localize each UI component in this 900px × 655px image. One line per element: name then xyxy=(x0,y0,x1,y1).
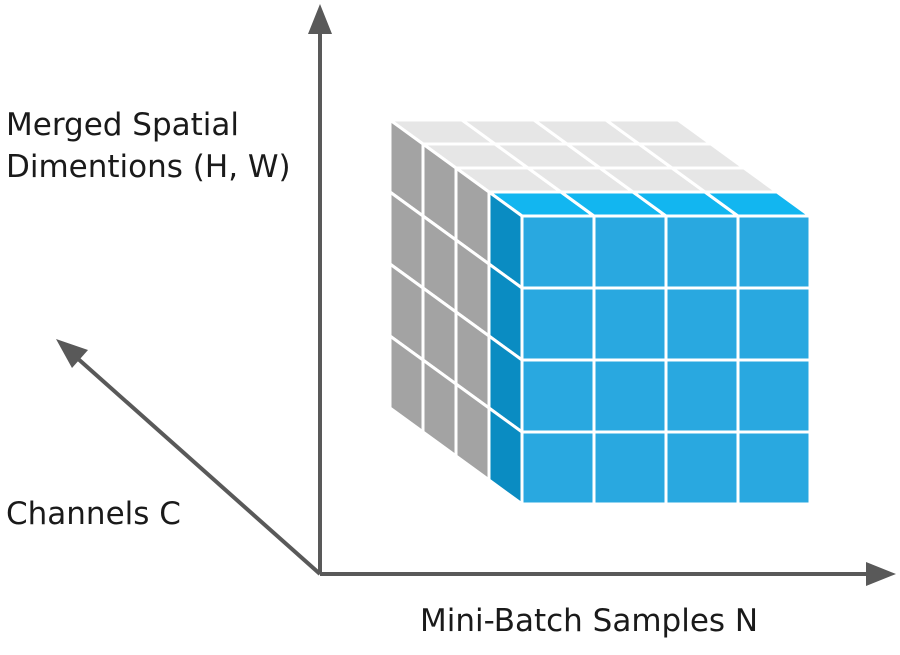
cube-front-cell xyxy=(592,358,668,434)
cube-front-cell xyxy=(520,358,596,434)
spatial-label-line-2: Dimentions (H, W) xyxy=(6,149,291,185)
spatial-dimensions-label: Merged Spatial Dimentions (H, W) xyxy=(6,104,291,188)
tensor-cube xyxy=(388,118,812,506)
cube-front-cell xyxy=(520,430,596,506)
cube-front-cell xyxy=(736,214,812,290)
cube-front-cell xyxy=(736,358,812,434)
cube-front-cell xyxy=(664,358,740,434)
mini-batch-label: Mini-Batch Samples N xyxy=(420,603,759,639)
cube-front-cell xyxy=(664,286,740,362)
axes xyxy=(56,4,896,586)
vertical-axis-arrowhead xyxy=(308,4,332,34)
cube-front-cell xyxy=(592,430,668,506)
cube-front-cell xyxy=(664,214,740,290)
cube-front-cell xyxy=(520,214,596,290)
horizontal-axis-arrowhead xyxy=(866,562,896,586)
spatial-label-line-1: Merged Spatial xyxy=(6,107,240,143)
cube-front-cell xyxy=(592,286,668,362)
cube-side-cell xyxy=(388,334,425,434)
cube-top-cell xyxy=(604,118,713,146)
diagonal-axis xyxy=(74,355,322,576)
diagonal-axis-arrowhead xyxy=(56,339,88,368)
channels-label: Channels C xyxy=(6,496,181,532)
cube-front-cell xyxy=(592,214,668,290)
cube-front-cell xyxy=(736,430,812,506)
cube-front-cell xyxy=(736,286,812,362)
cube-front-cell xyxy=(664,430,740,506)
cube-front-cell xyxy=(520,286,596,362)
